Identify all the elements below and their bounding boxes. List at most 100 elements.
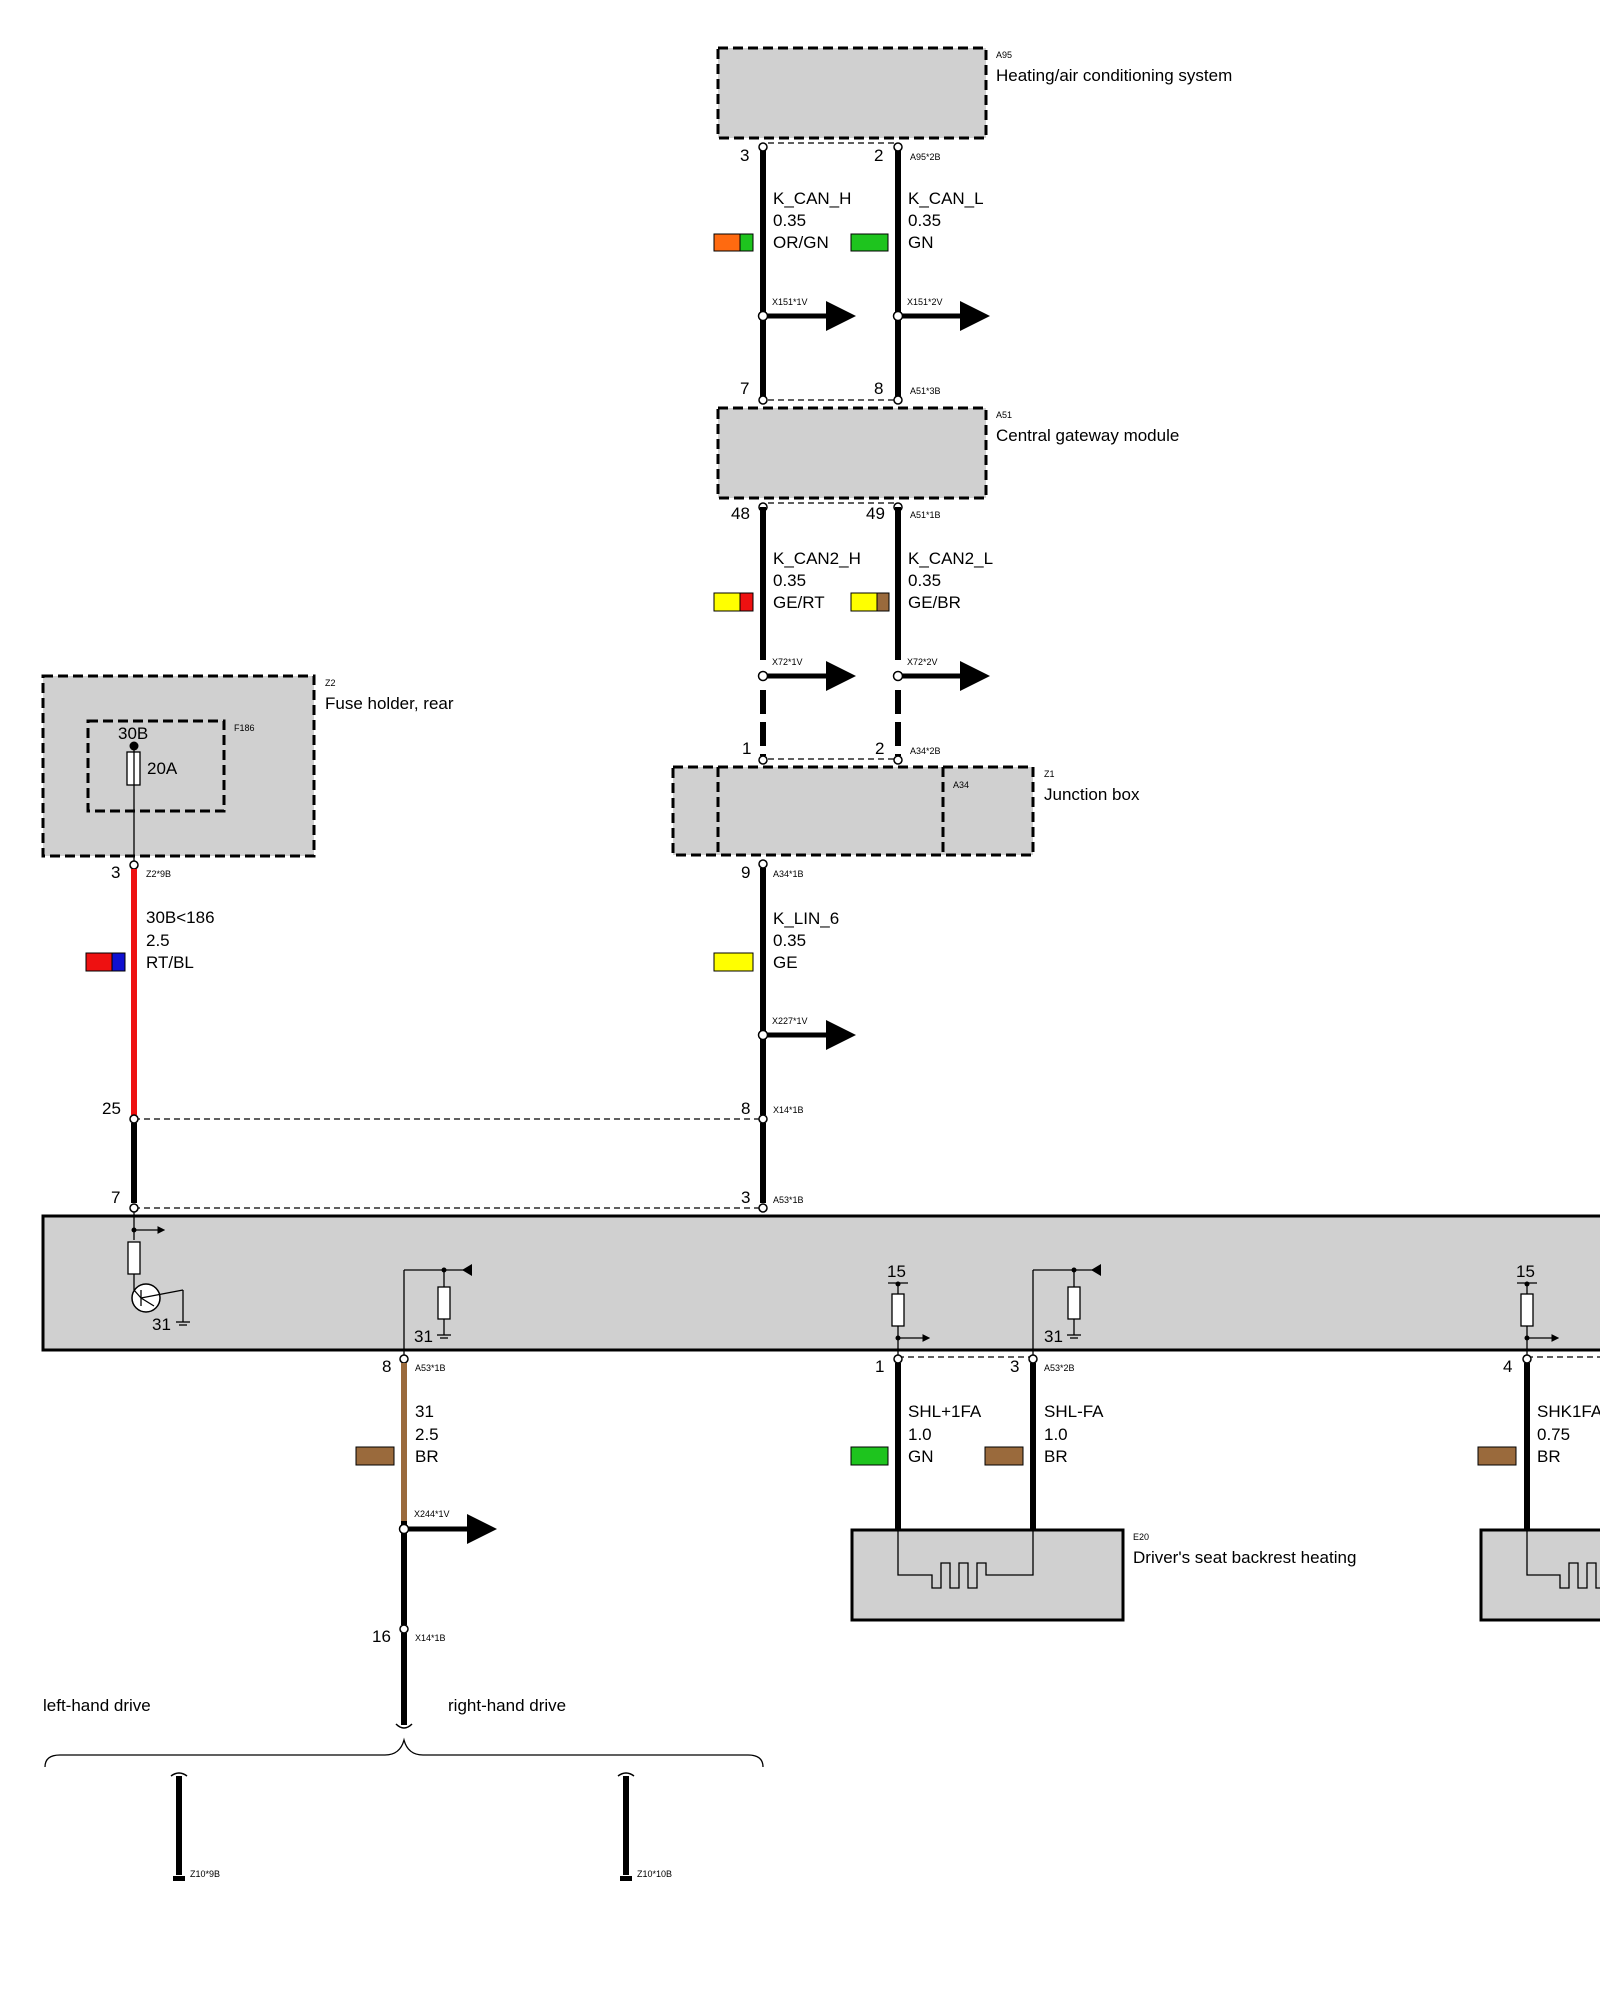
z2-fuse-holder-rear[interactable]: Z2 Fuse holder, rear F186 30B 20A bbox=[41, 674, 454, 866]
pin-terminal bbox=[399, 1354, 409, 1364]
k-can2-l-swatch-1 bbox=[850, 592, 878, 612]
splice-x151-1 bbox=[757, 310, 769, 322]
pin-terminal bbox=[758, 395, 768, 405]
z1-connector-bottom: A34*1B bbox=[773, 869, 804, 879]
transistor-icon bbox=[131, 1283, 161, 1313]
e20-code: E20 bbox=[1133, 1532, 1149, 1542]
z1-pin-bottom: 9 bbox=[741, 863, 750, 882]
z1-name: Junction box bbox=[1044, 785, 1140, 804]
pin-terminal bbox=[758, 1203, 768, 1213]
a53-pin-bottom-4: 4 bbox=[1503, 1357, 1512, 1376]
a51-name: Central gateway module bbox=[996, 426, 1179, 445]
w-31-name: 31 bbox=[415, 1402, 434, 1421]
a53-pin-bottom-3: 3 bbox=[1010, 1357, 1019, 1376]
w-31-color: BR bbox=[415, 1447, 439, 1466]
pin-terminal bbox=[129, 1114, 139, 1124]
ground-point-icon bbox=[620, 1876, 632, 1881]
a53-connector-top: A53*1B bbox=[773, 1195, 804, 1205]
a51-code: A51 bbox=[996, 410, 1012, 420]
k-can2-h-swatch-2 bbox=[739, 592, 754, 612]
z1-junction-box[interactable]: A34 Z1 Junction box bbox=[671, 765, 1140, 857]
z10-left-connector: Z10*9B bbox=[190, 1869, 220, 1879]
k-lin-6-branch: X227*1V bbox=[772, 1016, 808, 1026]
a34-sub-code: A34 bbox=[953, 780, 969, 790]
heating-element-icon bbox=[897, 1530, 1034, 1589]
k-can-l-size: 0.35 bbox=[908, 211, 941, 230]
z1-code: Z1 bbox=[1044, 769, 1055, 779]
w-30b-swatch-1 bbox=[85, 952, 113, 972]
z2-pin: 3 bbox=[111, 863, 120, 882]
z2-name: Fuse holder, rear bbox=[325, 694, 454, 713]
z2-code: Z2 bbox=[325, 678, 336, 688]
a51-pin-bottom-right: 49 bbox=[866, 504, 885, 523]
f186-code: F186 bbox=[234, 723, 255, 733]
splice-x227 bbox=[757, 1029, 769, 1041]
k-can-h-size: 0.35 bbox=[773, 211, 806, 230]
k-can2-h-name: K_CAN2_H bbox=[773, 549, 861, 568]
wire-break-icon bbox=[170, 1772, 188, 1777]
pin-terminal bbox=[129, 1203, 139, 1213]
k-can2-l-color: GE/BR bbox=[908, 593, 961, 612]
k-can-l-branch: X151*2V bbox=[907, 297, 943, 307]
shk-color: BR bbox=[1537, 1447, 1561, 1466]
pin-terminal bbox=[893, 755, 903, 765]
k-can2-l-swatch-2 bbox=[876, 592, 890, 612]
resistor-icon bbox=[127, 1241, 141, 1275]
e20-name: Driver's seat backrest heating bbox=[1133, 1548, 1356, 1567]
a95-heating-ac-system[interactable]: A95 Heating/air conditioning system bbox=[716, 46, 1232, 140]
a53-seat-module[interactable]: 31 31 15 31 15 bbox=[41, 1212, 1600, 1360]
k-can2-h-swatch-1 bbox=[713, 592, 741, 612]
fuse-rating: 20A bbox=[147, 759, 178, 778]
a51-pin-top-left: 7 bbox=[740, 379, 749, 398]
a53-pin-bottom-1: 1 bbox=[875, 1357, 884, 1376]
resistor-icon bbox=[437, 1286, 451, 1320]
shl-minus-name: SHL-FA bbox=[1044, 1402, 1104, 1421]
signal-arrow-icon bbox=[462, 1264, 472, 1276]
a53-pin-top-left: 7 bbox=[111, 1188, 120, 1207]
shl-plus-size: 1.0 bbox=[908, 1425, 932, 1444]
a95-code: A95 bbox=[996, 50, 1012, 60]
wire-break-icon bbox=[617, 1772, 635, 1777]
a53-connector-bottom-2: A53*2B bbox=[1044, 1363, 1075, 1373]
a95-pin-right: 2 bbox=[874, 146, 883, 165]
a51-pin-top-right: 8 bbox=[874, 379, 883, 398]
heating-element-icon bbox=[1526, 1530, 1600, 1589]
shl-plus-swatch bbox=[850, 1446, 889, 1466]
splice-x151-2 bbox=[892, 310, 904, 322]
pin-terminal bbox=[1522, 1354, 1532, 1364]
x14-bottom-connector: X14*1B bbox=[415, 1633, 446, 1643]
pin-terminal bbox=[758, 755, 768, 765]
x14-connector-top: X14*1B bbox=[773, 1105, 804, 1115]
pin-terminal bbox=[1028, 1354, 1038, 1364]
w-30b-size: 2.5 bbox=[146, 931, 170, 950]
w-30b-color: RT/BL bbox=[146, 953, 194, 972]
shk-size: 0.75 bbox=[1537, 1425, 1570, 1444]
k-can2-h-branch: X72*1V bbox=[772, 657, 803, 667]
k-can-h-name: K_CAN_H bbox=[773, 189, 851, 208]
k-can-h-branch: X151*1V bbox=[772, 297, 808, 307]
shk-swatch bbox=[1477, 1446, 1517, 1466]
pin-terminal bbox=[758, 1114, 768, 1124]
option-brace bbox=[44, 1737, 764, 1768]
shk-name: SHK1FA bbox=[1537, 1402, 1600, 1421]
second-seat-heating-element[interactable] bbox=[1479, 1528, 1600, 1622]
a53-ground-1: 31 bbox=[152, 1315, 171, 1334]
k-can-l-swatch bbox=[850, 233, 889, 252]
e20-drivers-seat-backrest-heating[interactable]: E20 Driver's seat backrest heating bbox=[850, 1528, 1356, 1622]
shl-plus-color: GN bbox=[908, 1447, 934, 1466]
resistor-icon bbox=[1067, 1286, 1081, 1320]
k-can-l-color: GN bbox=[908, 233, 934, 252]
shl-minus-size: 1.0 bbox=[1044, 1425, 1068, 1444]
a51-central-gateway-module[interactable]: A51 Central gateway module bbox=[716, 406, 1179, 500]
a53-connector-bottom-1: A53*1B bbox=[415, 1363, 446, 1373]
ground-point-icon bbox=[173, 1876, 185, 1881]
wire-break-icon bbox=[395, 1723, 413, 1729]
a53-pin-top-right: 3 bbox=[741, 1188, 750, 1207]
k-lin-6-size: 0.35 bbox=[773, 931, 806, 950]
note-right-hand-drive: right-hand drive bbox=[448, 1696, 566, 1715]
k-can2-l-branch: X72*2V bbox=[907, 657, 938, 667]
k-lin-6-swatch bbox=[713, 952, 754, 972]
a51-pin-bottom-left: 48 bbox=[731, 504, 750, 523]
pin-terminal bbox=[758, 142, 768, 152]
